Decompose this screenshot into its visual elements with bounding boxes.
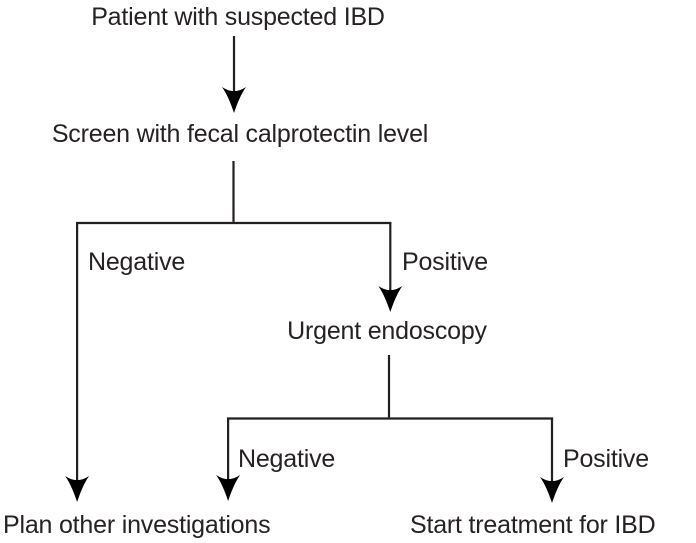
node-plan-other-investigations: Plan other investigations [3,511,271,539]
branch-label-endoscopy-positive: Positive [563,445,649,473]
node-start-treatment-ibd: Start treatment for IBD [410,511,656,539]
node-urgent-endoscopy: Urgent endoscopy [287,317,487,345]
node-screen-fecal-calprotectin: Screen with fecal calprotectin level [51,120,429,148]
branch-label-endoscopy-negative: Negative [238,445,336,473]
branch-label-calprotectin-positive: Positive [402,248,488,276]
node-patient-suspected-ibd: Patient with suspected IBD [91,3,385,31]
branch-label-calprotectin-negative: Negative [88,248,186,276]
